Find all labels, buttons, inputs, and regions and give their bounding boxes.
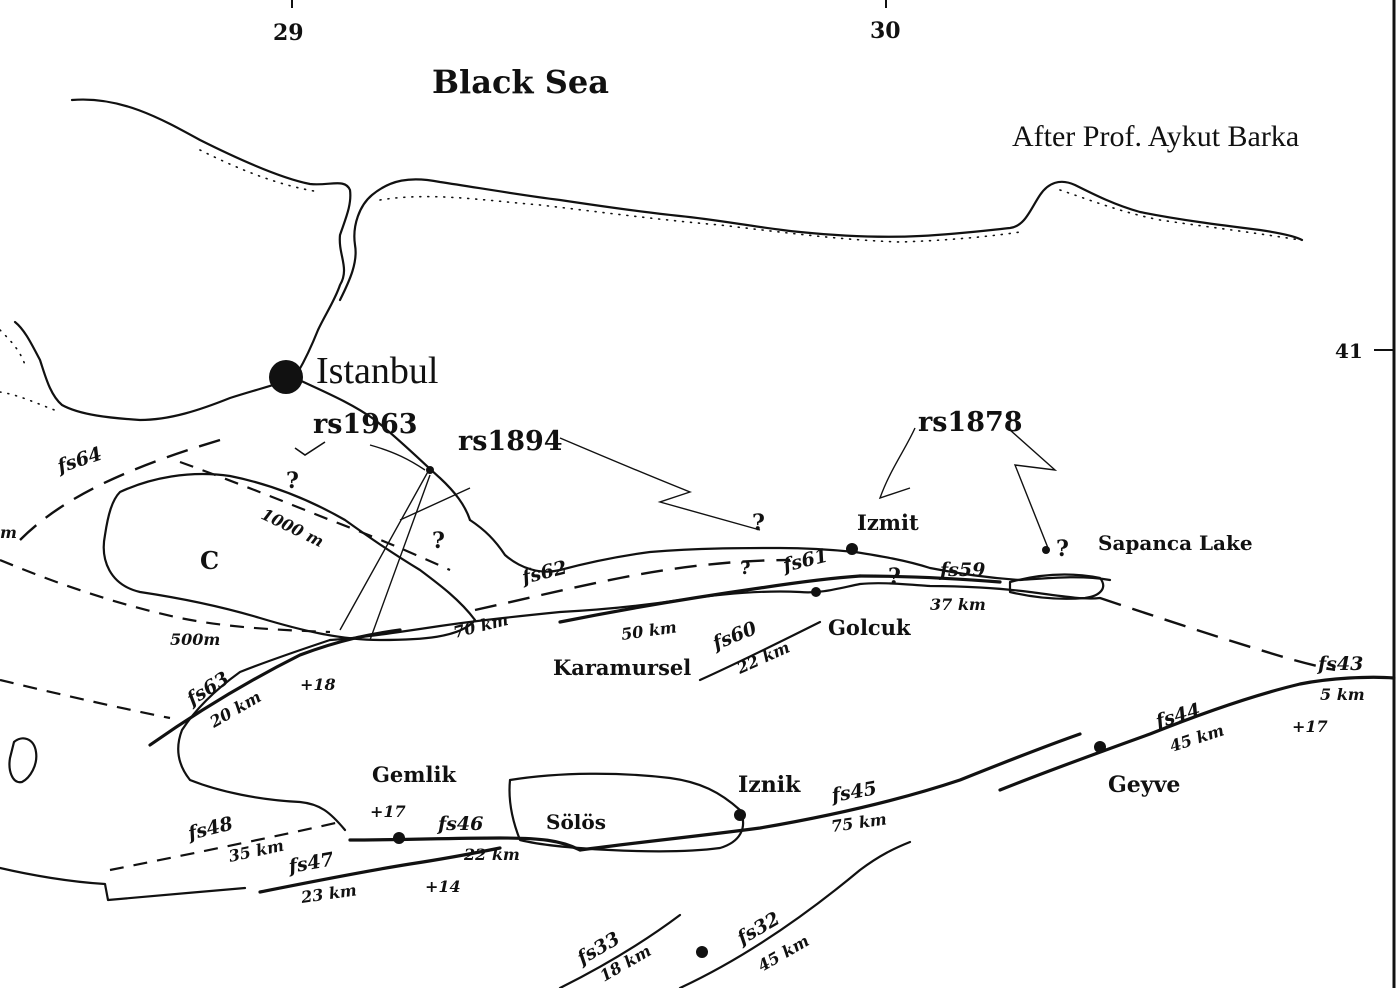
fault-label-fs64: fs64 [53, 443, 105, 479]
black-sea-coastline [70, 98, 352, 374]
fault-trace-fs45 [578, 732, 1082, 852]
fault-trace-fs43 [1099, 596, 1336, 672]
marmara-south-coast [0, 638, 347, 902]
fault-trace-fs44 [998, 675, 1396, 792]
sapanca-epicenter [1042, 546, 1050, 554]
question-mark-6: ? [740, 558, 751, 579]
rupture-1878-lines [878, 427, 1058, 549]
question-mark-3: ? [752, 510, 765, 536]
gemlik-marker [393, 832, 405, 844]
city-label-golcuk: Golcuk [828, 615, 911, 640]
fault-label-fs61: fs61 [779, 545, 830, 578]
question-mark-5: ? [1056, 536, 1069, 562]
fault-trace-fs60 [698, 620, 822, 682]
question-mark-2: ? [432, 528, 445, 554]
fault-trace-fs59 [858, 574, 1002, 584]
fault-label-fs60: fs60 [708, 617, 760, 655]
city-label-solos: Sölös [546, 810, 606, 834]
rupture-label-rs1878: rs1878 [918, 407, 1023, 438]
fault-trace-fs63 [148, 628, 402, 747]
black-sea-coastline-east [338, 178, 1304, 302]
fault-trace-marmara-north [179, 460, 451, 572]
basin-label-c: C [200, 546, 219, 575]
golcuk-marker [811, 587, 821, 597]
fault-trace-fs46 [348, 836, 582, 852]
city-label-gemlik: Gemlik [372, 762, 456, 787]
depth-label-1000m: 1000 m [258, 505, 327, 551]
offset-label-17-b: +17 [1292, 717, 1328, 736]
city-label-izmit: Izmit [857, 510, 919, 535]
fault-label-fs47: fs47 [285, 848, 335, 878]
rupture-1963-lines [339, 444, 471, 631]
length-label-23km: 23 km [299, 880, 358, 907]
thrace-shelf [0, 329, 61, 413]
offset-label-18: +18 [300, 675, 336, 694]
city-label-iznik: Iznik [738, 772, 801, 798]
small-island [8, 737, 38, 784]
town-marker-south [696, 946, 708, 958]
geyve-marker [1094, 741, 1106, 753]
izmit-bay-south-coast [328, 582, 1102, 642]
sapanca-lake [1008, 573, 1105, 600]
city-label-karamursel: Karamursel [553, 655, 691, 680]
map-credit: After Prof. Aykut Barka [1012, 120, 1299, 153]
fault-label-fs59: fs59 [938, 559, 985, 581]
fault-trace-fs33 [558, 913, 682, 988]
length-label-5km: 5 km [1320, 685, 1365, 704]
depth-label-500m: 500m [170, 630, 220, 649]
iznik-marker [734, 809, 746, 821]
fault-trace-marmara-south [0, 678, 171, 720]
fault-trace-fs47 [258, 846, 502, 894]
latitude-label-41: 41 [1335, 339, 1363, 363]
offset-label-14: +14 [425, 877, 461, 896]
city-label-istanbul: Istanbul [316, 350, 438, 392]
rupture-1963-arrow [294, 441, 326, 456]
longitude-label-29: 29 [273, 20, 304, 46]
offset-label-17-a: +17 [370, 802, 406, 821]
length-label-22km-b: 22 km [463, 845, 520, 864]
izmit-marker [846, 543, 858, 555]
fault-trace-fs64 [19, 438, 221, 541]
fault-trace-marmara-central [0, 558, 331, 634]
sea-label: Black Sea [432, 63, 609, 101]
black-sea-shelf [199, 149, 1301, 243]
fault-label-fs62: fs62 [518, 557, 569, 590]
rupture-1894-lines [369, 437, 761, 641]
fault-trace-fs32 [678, 840, 912, 988]
fault-trace-fs62 [474, 558, 791, 612]
rupture-label-rs1963: rs1963 [313, 409, 418, 440]
depth-label-m: m [0, 523, 17, 542]
length-label-37km: 37 km [930, 595, 986, 614]
question-mark-4: ? [888, 564, 901, 590]
fault-label-fs45: fs45 [828, 777, 878, 807]
izmit-bay-north-coast [468, 518, 1112, 582]
marmara-north-coast [293, 376, 472, 522]
fault-label-fs48: fs48 [184, 813, 235, 846]
fault-label-fs43: fs43 [1316, 653, 1363, 675]
city-label-geyve: Geyve [1108, 772, 1180, 798]
longitude-label-30: 30 [870, 18, 901, 44]
length-label-35km: 35 km [227, 836, 286, 866]
length-label-70km: 70 km [451, 610, 510, 642]
fault-label-fs46: fs46 [436, 813, 483, 835]
basin-c-outline [102, 472, 477, 642]
length-label-50km: 50 km [620, 617, 678, 644]
fault-trace-fs61 [558, 574, 862, 624]
iznik-lake [508, 772, 745, 853]
rupture-label-rs1894: rs1894 [458, 426, 563, 457]
istanbul-marker [269, 360, 303, 394]
rs1894-epicenter [426, 466, 434, 474]
fault-trace-fs48 [109, 820, 341, 872]
question-mark-1: ? [286, 468, 299, 494]
lake-label-sapanca: Sapanca Lake [1098, 531, 1253, 555]
thrace-coastline [13, 320, 297, 422]
